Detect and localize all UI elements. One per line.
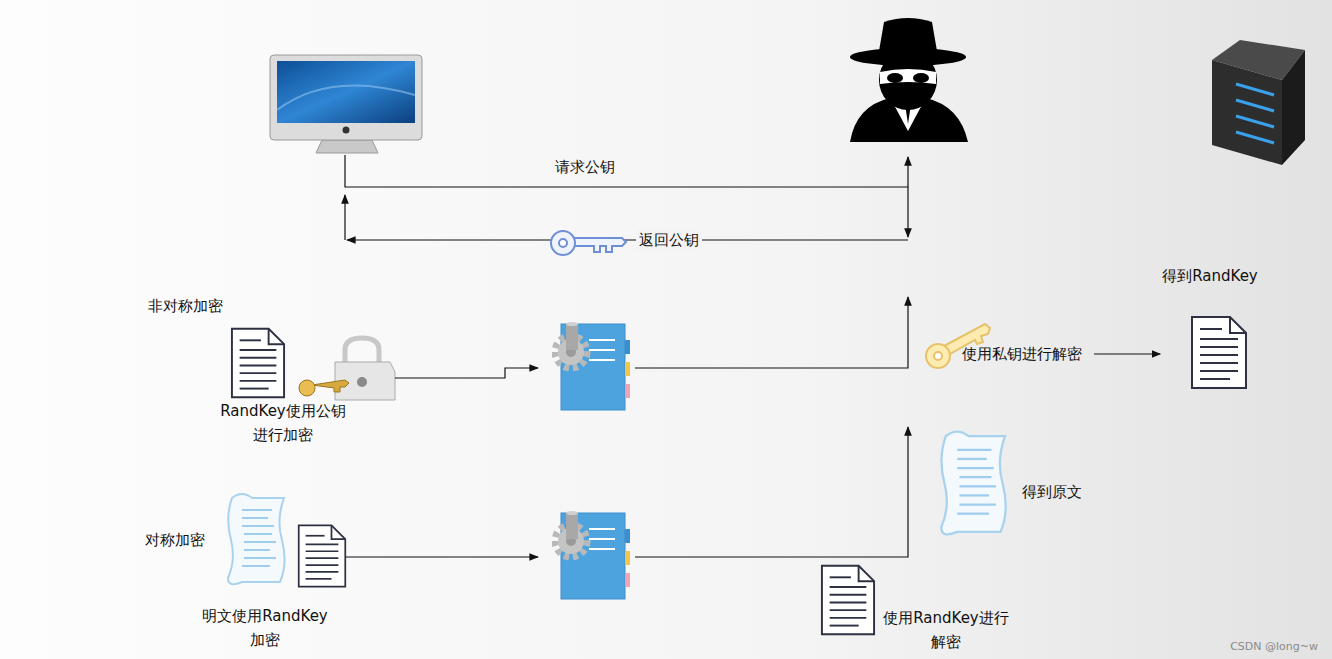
encryption-icon — [555, 322, 630, 410]
caption-box: 使用RandKey进行 解密 — [883, 606, 1009, 654]
node-text: RandKey使用公钥 进行加密 — [220, 399, 346, 447]
node-text: 得到RandKey — [1162, 264, 1258, 288]
result-box: 得到RandKey — [1162, 264, 1258, 392]
hacker-icon — [850, 18, 968, 142]
server-icon — [1212, 40, 1305, 165]
plaintext-icon — [941, 432, 1005, 535]
caption-box: 明文使用RandKey 加密 — [202, 604, 328, 652]
exchange-lines — [345, 155, 908, 240]
node-text: 使用RandKey进行 解密 — [883, 606, 1009, 654]
document-icon — [822, 566, 874, 635]
computer-icon — [270, 55, 422, 153]
node-text: 明文使用RandKey 加密 — [202, 604, 328, 652]
document-icon — [1192, 317, 1246, 388]
section-label: 非对称加密 — [148, 295, 223, 317]
document-icon — [232, 329, 284, 398]
lock-icon — [299, 338, 395, 400]
public-key-icon — [551, 231, 626, 255]
encryption-icon — [555, 511, 630, 599]
node-text: 得到原文 — [1022, 480, 1082, 504]
result-box: 得到原文 — [1022, 480, 1082, 504]
watermark: CSDN @long~w — [1230, 636, 1318, 658]
arrow-connector — [1094, 353, 1160, 354]
decrypt-step: 使用私钥进行解密 — [962, 342, 1082, 366]
caption-box: RandKey使用公钥 进行加密 — [220, 399, 346, 447]
document-icon — [299, 525, 346, 586]
node-text: 使用私钥进行解密 — [962, 342, 1082, 366]
line-label: 请求公钥 — [555, 156, 615, 178]
section-label: 对称加密 — [145, 529, 205, 551]
line-label: 返回公钥 — [636, 229, 702, 251]
plaintext-icon — [228, 494, 285, 584]
flow-lines — [346, 297, 908, 557]
